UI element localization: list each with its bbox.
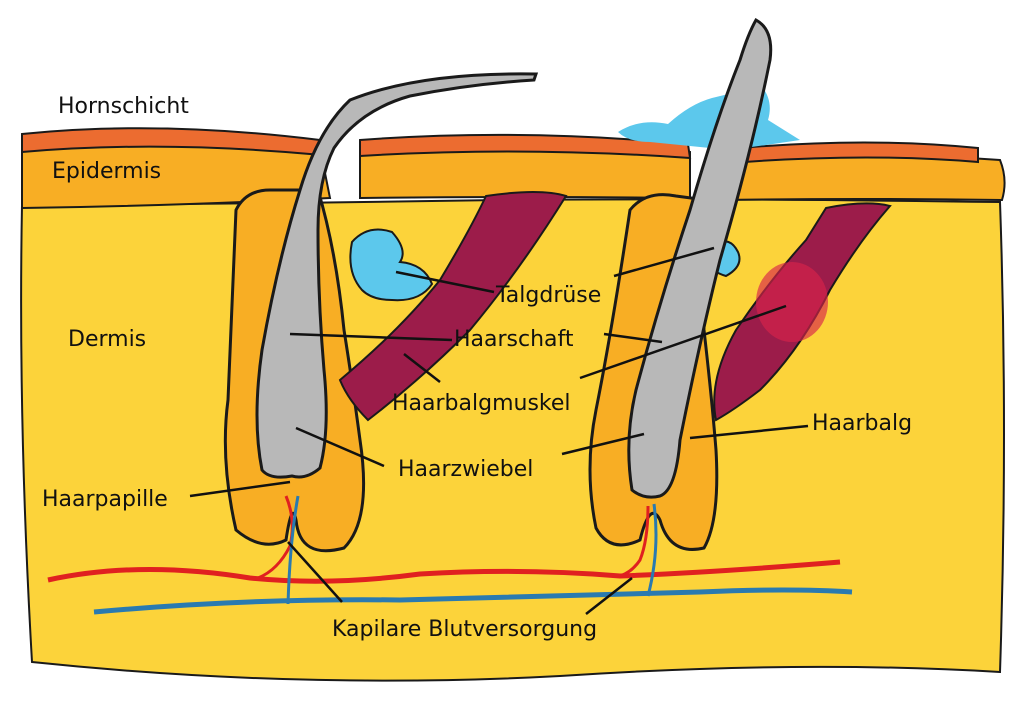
label-haarbalgmuskel: Haarbalgmuskel (392, 391, 571, 416)
sebaceous-gland-left (349, 228, 434, 302)
label-blutversorgung: Kapilare Blutversorgung (332, 617, 597, 642)
muscle-bulge-right (756, 262, 828, 342)
label-epidermis: Epidermis (52, 159, 161, 184)
vein (93, 587, 853, 615)
leader-blutversorgung-right (585, 577, 633, 615)
label-talgdruese: Talgdrüse (495, 283, 601, 308)
leader-lines (189, 246, 809, 615)
label-haarzwiebel: Haarzwiebel (398, 457, 533, 482)
hair-shaft-left (255, 72, 539, 479)
sebum-deposit (618, 84, 800, 150)
leader-haarbalgmuskel-right (579, 304, 787, 380)
capillary-right-red (619, 505, 650, 578)
label-haarbalg: Haarbalg (812, 411, 912, 436)
hair-shaft-right (627, 17, 773, 499)
leader-haarschaft-right (603, 332, 663, 344)
leader-haarschaft-left (289, 332, 453, 342)
capillary-right-blue (646, 503, 658, 597)
leader-blutversorgung-left (287, 541, 343, 603)
label-hornschicht: Hornschicht (58, 94, 189, 119)
artery (47, 559, 841, 584)
leader-talgdruese-right (613, 246, 715, 278)
label-haarpapille: Haarpapille (42, 487, 168, 512)
leader-haarbalgmuskel-left (403, 353, 441, 383)
leader-haarbalg (689, 424, 809, 440)
label-dermis: Dermis (68, 327, 146, 352)
leader-haarzwiebel-right (561, 432, 645, 456)
leader-haarpapille (189, 480, 291, 498)
leader-talgdruese-left (395, 270, 495, 294)
label-haarschaft: Haarschaft (454, 327, 574, 352)
leader-haarzwiebel-left (295, 426, 385, 468)
